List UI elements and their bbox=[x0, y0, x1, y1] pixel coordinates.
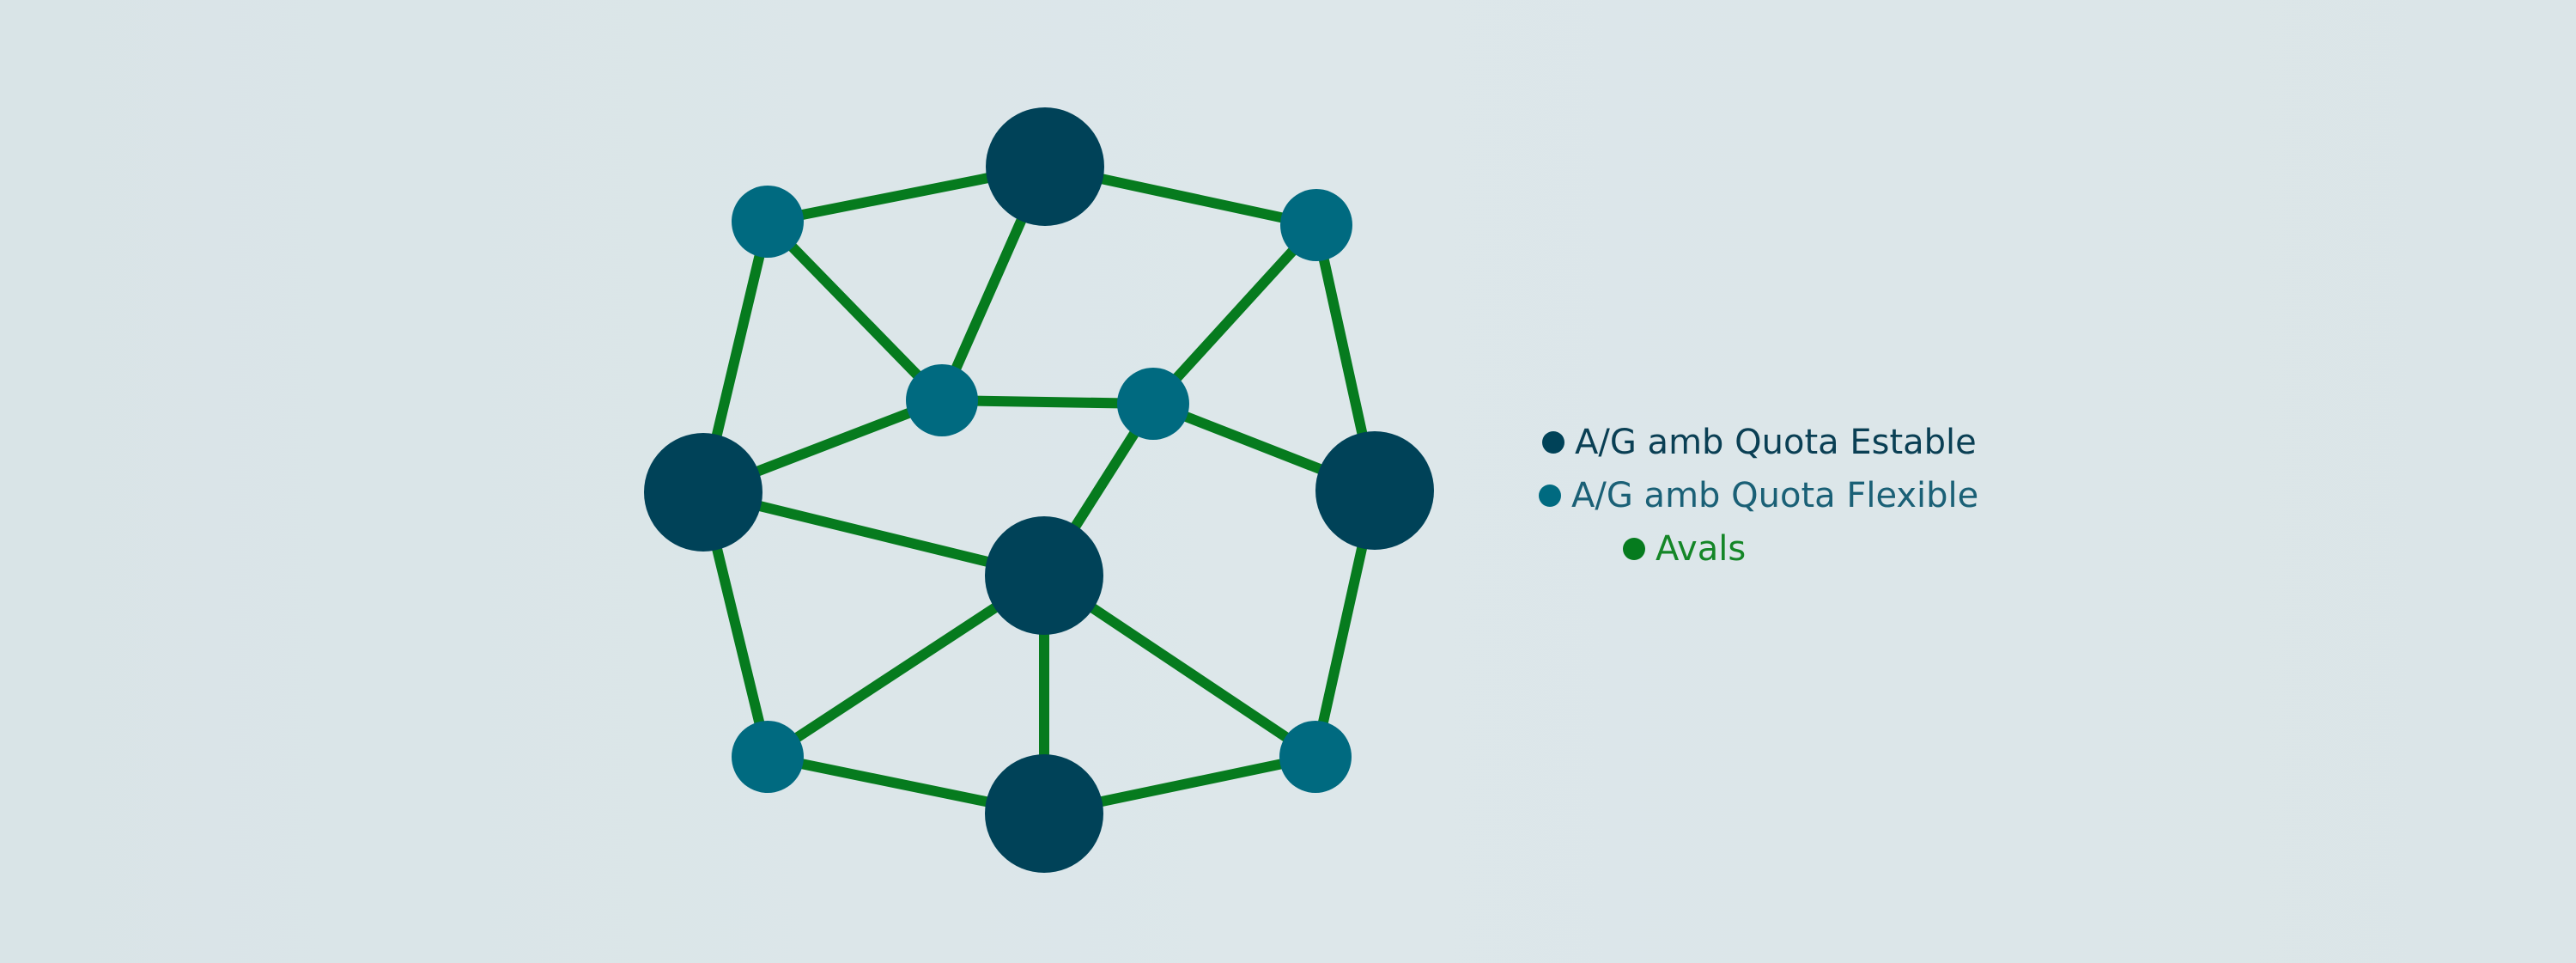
flexible-node bbox=[1280, 189, 1352, 261]
legend-item-fixed-quota: A/G amb Quota Estable bbox=[1537, 416, 2052, 469]
fixed-node bbox=[985, 754, 1103, 873]
legend-fixed-dot-icon bbox=[1542, 431, 1564, 454]
network-edge bbox=[1148, 220, 1321, 409]
flexible-node bbox=[1279, 721, 1352, 793]
fixed-node bbox=[644, 433, 762, 552]
legend-guarantees-label: Avals bbox=[1656, 529, 1747, 569]
legend-flexible-dot-icon bbox=[1539, 485, 1561, 507]
legend-guarantees-dot-icon bbox=[1623, 538, 1645, 560]
edge-group bbox=[698, 162, 1380, 819]
flexible-node bbox=[732, 721, 804, 793]
node-group bbox=[644, 107, 1434, 873]
legend-flexible-label: A/G amb Quota Flexible bbox=[1571, 476, 1979, 515]
network-edge bbox=[762, 216, 947, 405]
fixed-node bbox=[985, 516, 1103, 635]
legend-item-guarantees: Avals bbox=[1537, 522, 2052, 576]
flexible-node bbox=[732, 186, 804, 258]
legend-item-flexible-quota: A/G amb Quota Flexible bbox=[1537, 469, 2052, 522]
legend-fixed-label: A/G amb Quota Estable bbox=[1575, 423, 1977, 462]
fixed-node bbox=[1315, 431, 1434, 550]
fixed-node bbox=[986, 107, 1104, 226]
flexible-node bbox=[906, 364, 978, 436]
legend: A/G amb Quota Estable A/G amb Quota Flex… bbox=[1537, 416, 2052, 576]
flexible-node bbox=[1117, 368, 1189, 440]
